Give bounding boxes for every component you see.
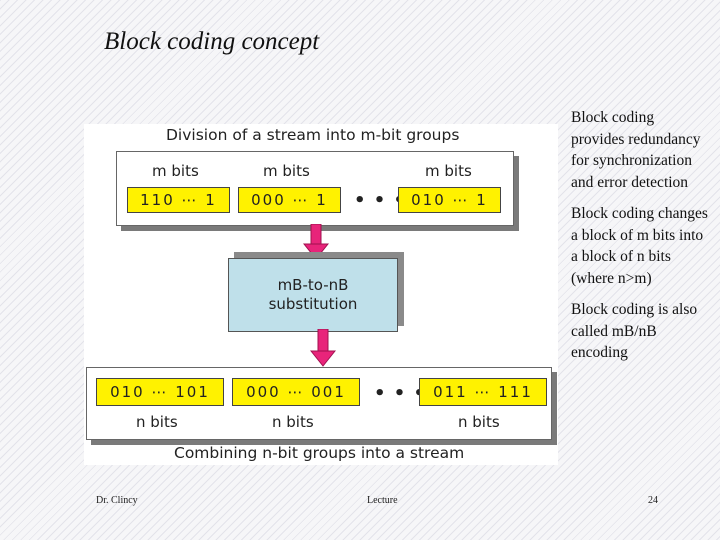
- top-cell-2: 000 ⋯ 1: [238, 187, 341, 213]
- bottom-cell-1: 010 ⋯ 101: [96, 378, 224, 406]
- top-label-1: m bits: [152, 162, 199, 180]
- substitution-line-1: mB-to-nB: [277, 276, 349, 294]
- footer-author: Dr. Clincy: [96, 495, 138, 506]
- bottom-label-2: n bits: [272, 413, 314, 431]
- top-cell-3: 010 ⋯ 1: [398, 187, 501, 213]
- top-heading: Division of a stream into m-bit groups: [166, 126, 460, 144]
- bottom-cell-3: 011 ⋯ 111: [419, 378, 547, 406]
- bottom-cell-2: 000 ⋯ 001: [232, 378, 360, 406]
- bullet-item: Block coding provides redundancy for syn…: [571, 109, 701, 191]
- page-number: 24: [648, 495, 658, 506]
- bullet-list: Block coding provides redundancy for syn…: [571, 107, 711, 374]
- down-arrow-icon: [310, 329, 336, 367]
- bottom-heading: Combining n-bit groups into a stream: [174, 444, 465, 462]
- substitution-line-2: substitution: [268, 295, 358, 313]
- top-ellipsis: • • •: [354, 190, 407, 211]
- substitution-box: mB-to-nB substitution: [228, 258, 398, 332]
- slide-title: Block coding concept: [104, 28, 320, 55]
- down-arrow-icon: [303, 224, 329, 260]
- bullet-item: Block coding changes a block of m bits i…: [571, 205, 708, 287]
- footer-center: Lecture: [367, 495, 398, 506]
- bullet-item: Block coding is also called mB/nB encodi…: [571, 301, 698, 361]
- top-label-2: m bits: [263, 162, 310, 180]
- bottom-label-1: n bits: [136, 413, 178, 431]
- bottom-ellipsis: • • •: [374, 383, 427, 404]
- top-label-3: m bits: [425, 162, 472, 180]
- bottom-label-3: n bits: [458, 413, 500, 431]
- top-cell-1: 110 ⋯ 1: [127, 187, 230, 213]
- block-coding-figure: Division of a stream into m-bit groups m…: [84, 124, 558, 465]
